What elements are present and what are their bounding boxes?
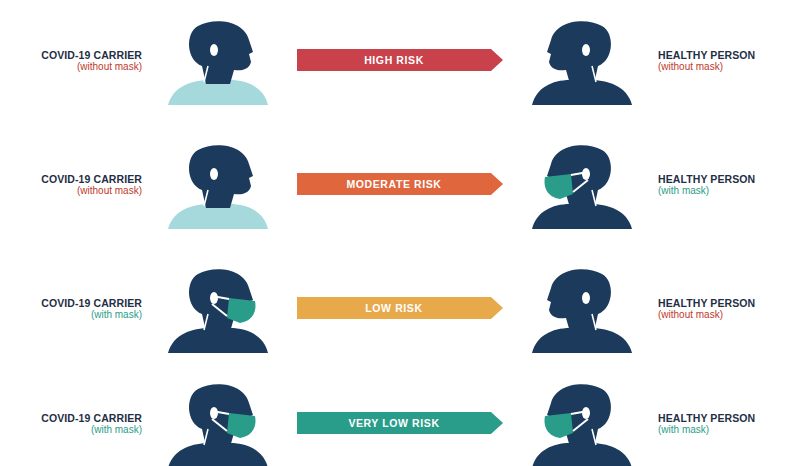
arrow-fill xyxy=(297,412,503,434)
person-label: HEALTHY PERSON xyxy=(658,413,786,424)
healthy-figure xyxy=(532,21,632,105)
mask-status: (without mask) xyxy=(658,61,786,72)
mask-status: (without mask) xyxy=(0,61,142,72)
risk-arrow: LOW RISK xyxy=(297,297,503,319)
carrier-figure xyxy=(168,269,268,353)
risk-level: VERY LOW RISK xyxy=(297,412,491,434)
mask-status: (without mask) xyxy=(658,309,786,320)
person-label: COVID-19 CARRIER xyxy=(0,50,142,61)
risk-arrow: MODERATE RISK xyxy=(297,173,503,195)
risk-arrow: HIGH RISK xyxy=(297,49,503,71)
risk-level: HIGH RISK xyxy=(297,49,491,71)
carrier-figure xyxy=(168,145,268,229)
arrow-fill xyxy=(297,49,503,71)
person-label: HEALTHY PERSON xyxy=(658,298,786,309)
risk-arrow: VERY LOW RISK xyxy=(297,412,503,434)
person-label: HEALTHY PERSON xyxy=(658,174,786,185)
healthy-figure xyxy=(532,269,632,353)
person-label: HEALTHY PERSON xyxy=(658,50,786,61)
mask-status: (with mask) xyxy=(0,424,142,435)
healthy-figure xyxy=(532,384,632,466)
arrow-fill xyxy=(297,173,503,195)
risk-level: MODERATE RISK xyxy=(297,173,491,195)
person-label: COVID-19 CARRIER xyxy=(0,298,142,309)
mask-status: (without mask) xyxy=(0,185,142,196)
carrier-figure xyxy=(168,384,268,466)
mask-status: (with mask) xyxy=(658,424,786,435)
person-label: COVID-19 CARRIER xyxy=(0,413,142,424)
mask-status: (with mask) xyxy=(658,185,786,196)
carrier-figure xyxy=(168,21,268,105)
risk-level: LOW RISK xyxy=(297,297,491,319)
mask-status: (with mask) xyxy=(0,309,142,320)
person-label: COVID-19 CARRIER xyxy=(0,174,142,185)
arrow-fill xyxy=(297,297,503,319)
healthy-figure xyxy=(532,145,632,229)
